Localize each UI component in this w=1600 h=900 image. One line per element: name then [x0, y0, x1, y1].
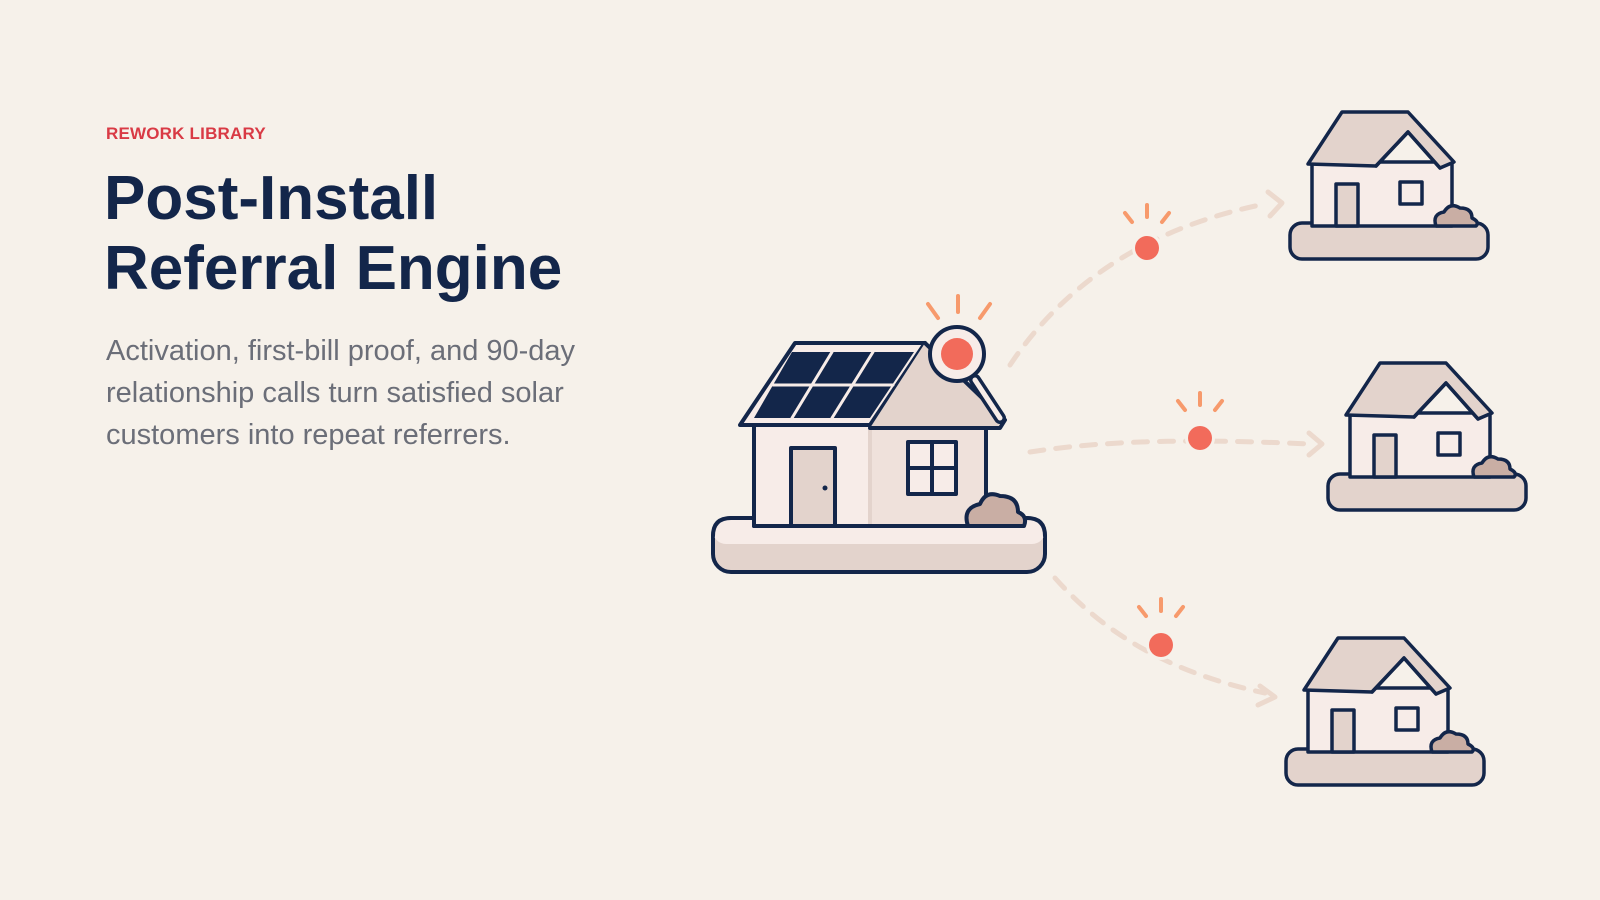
- house-icon: [1288, 110, 1490, 261]
- signal-dot-icon: [1123, 203, 1171, 263]
- hero-text: REWORK LIBRARY Post-Install Referral Eng…: [104, 124, 666, 456]
- path-to-middle-house: [1027, 438, 1313, 455]
- arrow-icon: [1255, 683, 1278, 708]
- signal-dot-icon: [1176, 391, 1224, 453]
- magnifier-icon: [926, 294, 1006, 424]
- arrow-icons: [1255, 189, 1325, 708]
- referral-paths: [1007, 202, 1313, 696]
- page-title: Post-Install Referral Engine: [104, 164, 666, 304]
- title-line-2: Referral Engine: [104, 234, 563, 303]
- path-to-top-house: [1007, 202, 1263, 368]
- arrow-icon: [1306, 430, 1325, 458]
- house-icon: [1284, 636, 1486, 787]
- house-icon: [1326, 361, 1528, 512]
- page-subtitle: Activation, first-bill proof, and 90-day…: [106, 335, 576, 451]
- eyebrow-label: REWORK LIBRARY: [106, 124, 266, 143]
- title-line-1: Post-Install: [104, 164, 439, 233]
- arrow-icon: [1265, 189, 1285, 219]
- signal-dot-icon: [1137, 597, 1185, 660]
- solar-house-icon: [711, 341, 1047, 574]
